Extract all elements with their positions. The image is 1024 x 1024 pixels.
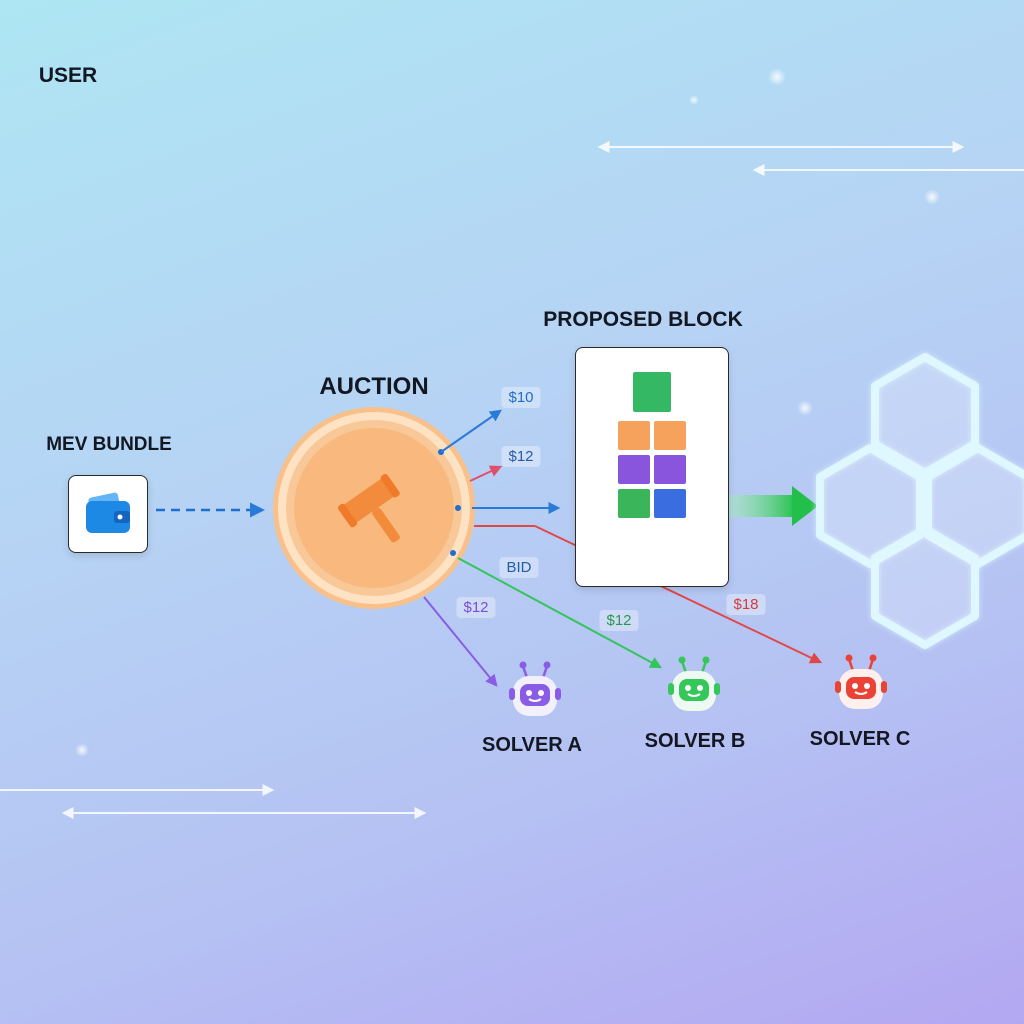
user-label: USER [38, 64, 98, 87]
solver-b-label: SOLVER B [644, 730, 746, 752]
gavel-icon [337, 473, 400, 543]
solver-a-robot[interactable] [505, 660, 565, 724]
bid-price-solver-c: $18 [726, 594, 766, 615]
proposed-block-card[interactable] [575, 347, 729, 587]
solver-c-robot[interactable] [831, 653, 891, 717]
block-tile [618, 421, 650, 450]
to-chain-arrow [728, 486, 818, 526]
robot-icon [835, 654, 887, 709]
robot-icon [509, 661, 561, 716]
bid-price-solver-b: $12 [599, 610, 639, 631]
bid-label: BID [499, 557, 539, 578]
mev-bundle-label: MEV BUNDLE [46, 434, 172, 455]
bid-price-top-2: $12 [501, 446, 541, 467]
wallet-icon [86, 492, 130, 533]
solver-c-label: SOLVER C [809, 728, 911, 750]
robot-icon [668, 656, 720, 711]
decor-streaks [0, 68, 1024, 819]
mev-bundle-card[interactable] [68, 475, 148, 553]
block-tile [654, 489, 686, 518]
bid-price-top-1: $10 [501, 387, 541, 408]
auction-label: AUCTION [319, 373, 429, 400]
block-tile [618, 455, 650, 484]
block-tile [654, 455, 686, 484]
proposed-block-label: PROPOSED BLOCK [543, 308, 743, 331]
bid-price-solver-a: $12 [456, 597, 496, 618]
solver-a-label: SOLVER A [481, 734, 583, 756]
solver-b-robot[interactable] [664, 655, 724, 719]
blockchain-hex-cluster [816, 353, 1024, 649]
block-tile [618, 489, 650, 518]
block-tile [654, 421, 686, 450]
block-tile [633, 372, 671, 412]
